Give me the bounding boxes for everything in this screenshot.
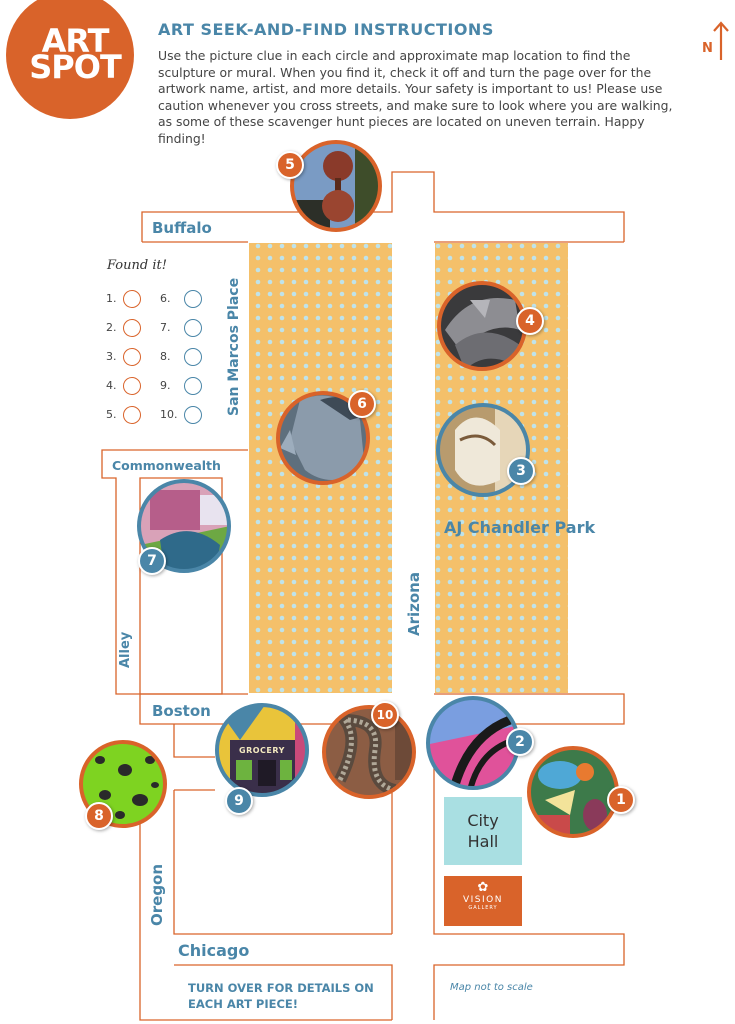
logo-line-2: SPOT (29, 48, 122, 86)
street-label-commonwealth: Commonwealth (112, 458, 221, 473)
marker-badge-7[interactable]: 7 (138, 547, 166, 575)
checklist-right-column: 6. 7. 8. 9. 10. (160, 284, 202, 429)
grocery-sign-text: GROCERY (239, 746, 285, 755)
checkbox-8[interactable] (184, 347, 202, 366)
north-label: N (702, 41, 713, 56)
checklist-item[interactable]: 7. (160, 313, 202, 342)
marker-badge-3[interactable]: 3 (507, 457, 535, 485)
park-label: AJ Chandler Park (444, 518, 596, 537)
vision-line-1: VISION (463, 895, 503, 905)
scale-note: Map not to scale (450, 982, 533, 993)
marker-badge-8[interactable]: 8 (85, 802, 113, 830)
turn-over-note: TURN OVER FOR DETAILS ON EACH ART PIECE! (188, 981, 374, 1011)
logo-line-1: ART (41, 22, 110, 60)
street-label-alley: Alley (118, 631, 133, 668)
checkbox-5[interactable] (123, 405, 141, 424)
checklist-item[interactable]: 10. (160, 400, 202, 429)
city-hall-line-2: Hall (467, 832, 499, 851)
checkbox-7[interactable] (184, 318, 202, 337)
clue-2-photo (428, 698, 518, 788)
checkbox-4[interactable] (123, 376, 141, 395)
marker-badge-1[interactable]: 1 (607, 786, 635, 814)
checkbox-2[interactable] (123, 318, 141, 337)
checklist-item[interactable]: 9. (160, 371, 202, 400)
checklist-item[interactable]: 8. (160, 342, 202, 371)
instructions-text: Use the picture clue in each circle and … (158, 48, 673, 146)
street-label-arizona: Arizona (405, 572, 423, 636)
checklist-item[interactable]: 6. (160, 284, 202, 313)
checklist-item[interactable]: 2. (106, 313, 141, 342)
city-hall-box: City Hall (444, 797, 522, 865)
street-label-oregon: Oregon (148, 863, 166, 926)
marker-badge-6[interactable]: 6 (348, 390, 376, 418)
clue-4-photo (439, 283, 525, 369)
street-label-san-marcos: San Marcos Place (226, 277, 242, 416)
checklist-item[interactable]: 4. (106, 371, 141, 400)
north-arrow-icon (713, 21, 729, 60)
logo-circle (6, 0, 134, 119)
page-title: ART SEEK-AND-FIND INSTRUCTIONS (158, 20, 494, 39)
marker-badge-9[interactable]: 9 (225, 787, 253, 815)
clue-9-photo (217, 705, 307, 795)
checklist-item[interactable]: 3. (106, 342, 141, 371)
found-it-title: Found it! (107, 258, 167, 273)
marker-badge-5[interactable]: 5 (276, 151, 304, 179)
vision-gallery-box: ✿ VISION GALLERY (444, 876, 522, 926)
checkbox-10[interactable] (184, 405, 202, 424)
marker-badge-4[interactable]: 4 (516, 307, 544, 335)
street-outlines (101, 171, 625, 1021)
checkbox-1[interactable] (123, 289, 141, 308)
marker-badge-10[interactable]: 10 (371, 701, 399, 729)
clue-1-photo (529, 748, 617, 836)
art-spot-logo: ART SPOT (20, 22, 130, 86)
clue-10-photo (324, 707, 414, 797)
checkbox-3[interactable] (123, 347, 141, 366)
vision-line-2: GALLERY (468, 905, 498, 911)
checkbox-6[interactable] (184, 289, 202, 308)
street-label-chicago: Chicago (178, 941, 250, 960)
city-hall-line-1: City (467, 811, 499, 830)
street-label-boston: Boston (152, 702, 211, 720)
vision-logo-icon: ✿ (477, 880, 489, 895)
street-label-buffalo: Buffalo (152, 219, 212, 237)
checklist-item[interactable]: 1. (106, 284, 141, 313)
checklist-item[interactable]: 5. (106, 400, 141, 429)
marker-badge-2[interactable]: 2 (506, 728, 534, 756)
checkbox-9[interactable] (184, 376, 202, 395)
checklist-left-column: 1. 2. 3. 4. 5. (106, 284, 141, 429)
